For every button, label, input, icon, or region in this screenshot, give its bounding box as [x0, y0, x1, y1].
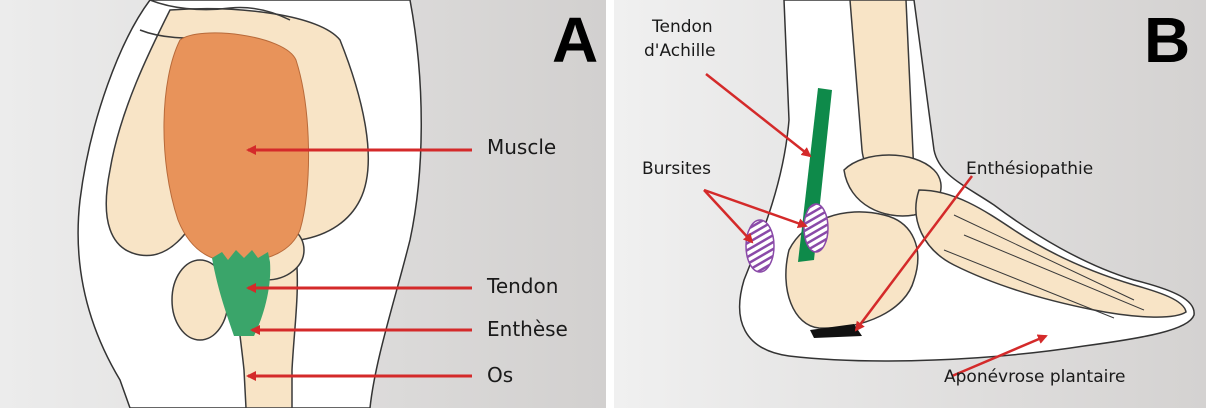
label-tendon-achille-line1: Tendon: [652, 18, 713, 38]
label-muscle: Muscle: [487, 136, 556, 159]
hip-anatomy-illustration: [0, 0, 606, 408]
panel-b: B Tendon d'Achille Bursites Enthésiopath…: [614, 0, 1206, 408]
panel-a: A Muscle Tendon Enthèse Os: [0, 0, 606, 408]
label-tendon-achille-line2: d'Achille: [644, 42, 716, 62]
label-tendon: Tendon: [487, 275, 558, 298]
label-bursites: Bursites: [642, 160, 711, 180]
label-enthese: Enthèse: [487, 318, 568, 341]
panel-a-letter: A: [552, 8, 598, 72]
panel-b-letter: B: [1144, 8, 1190, 72]
label-aponevrose: Aponévrose plantaire: [944, 368, 1125, 388]
bursa-right: [804, 204, 828, 252]
bursa-left: [746, 220, 774, 272]
label-os: Os: [487, 364, 513, 387]
label-enthesiopathie: Enthésiopathie: [966, 160, 1093, 180]
muscle-shape: [164, 33, 309, 262]
